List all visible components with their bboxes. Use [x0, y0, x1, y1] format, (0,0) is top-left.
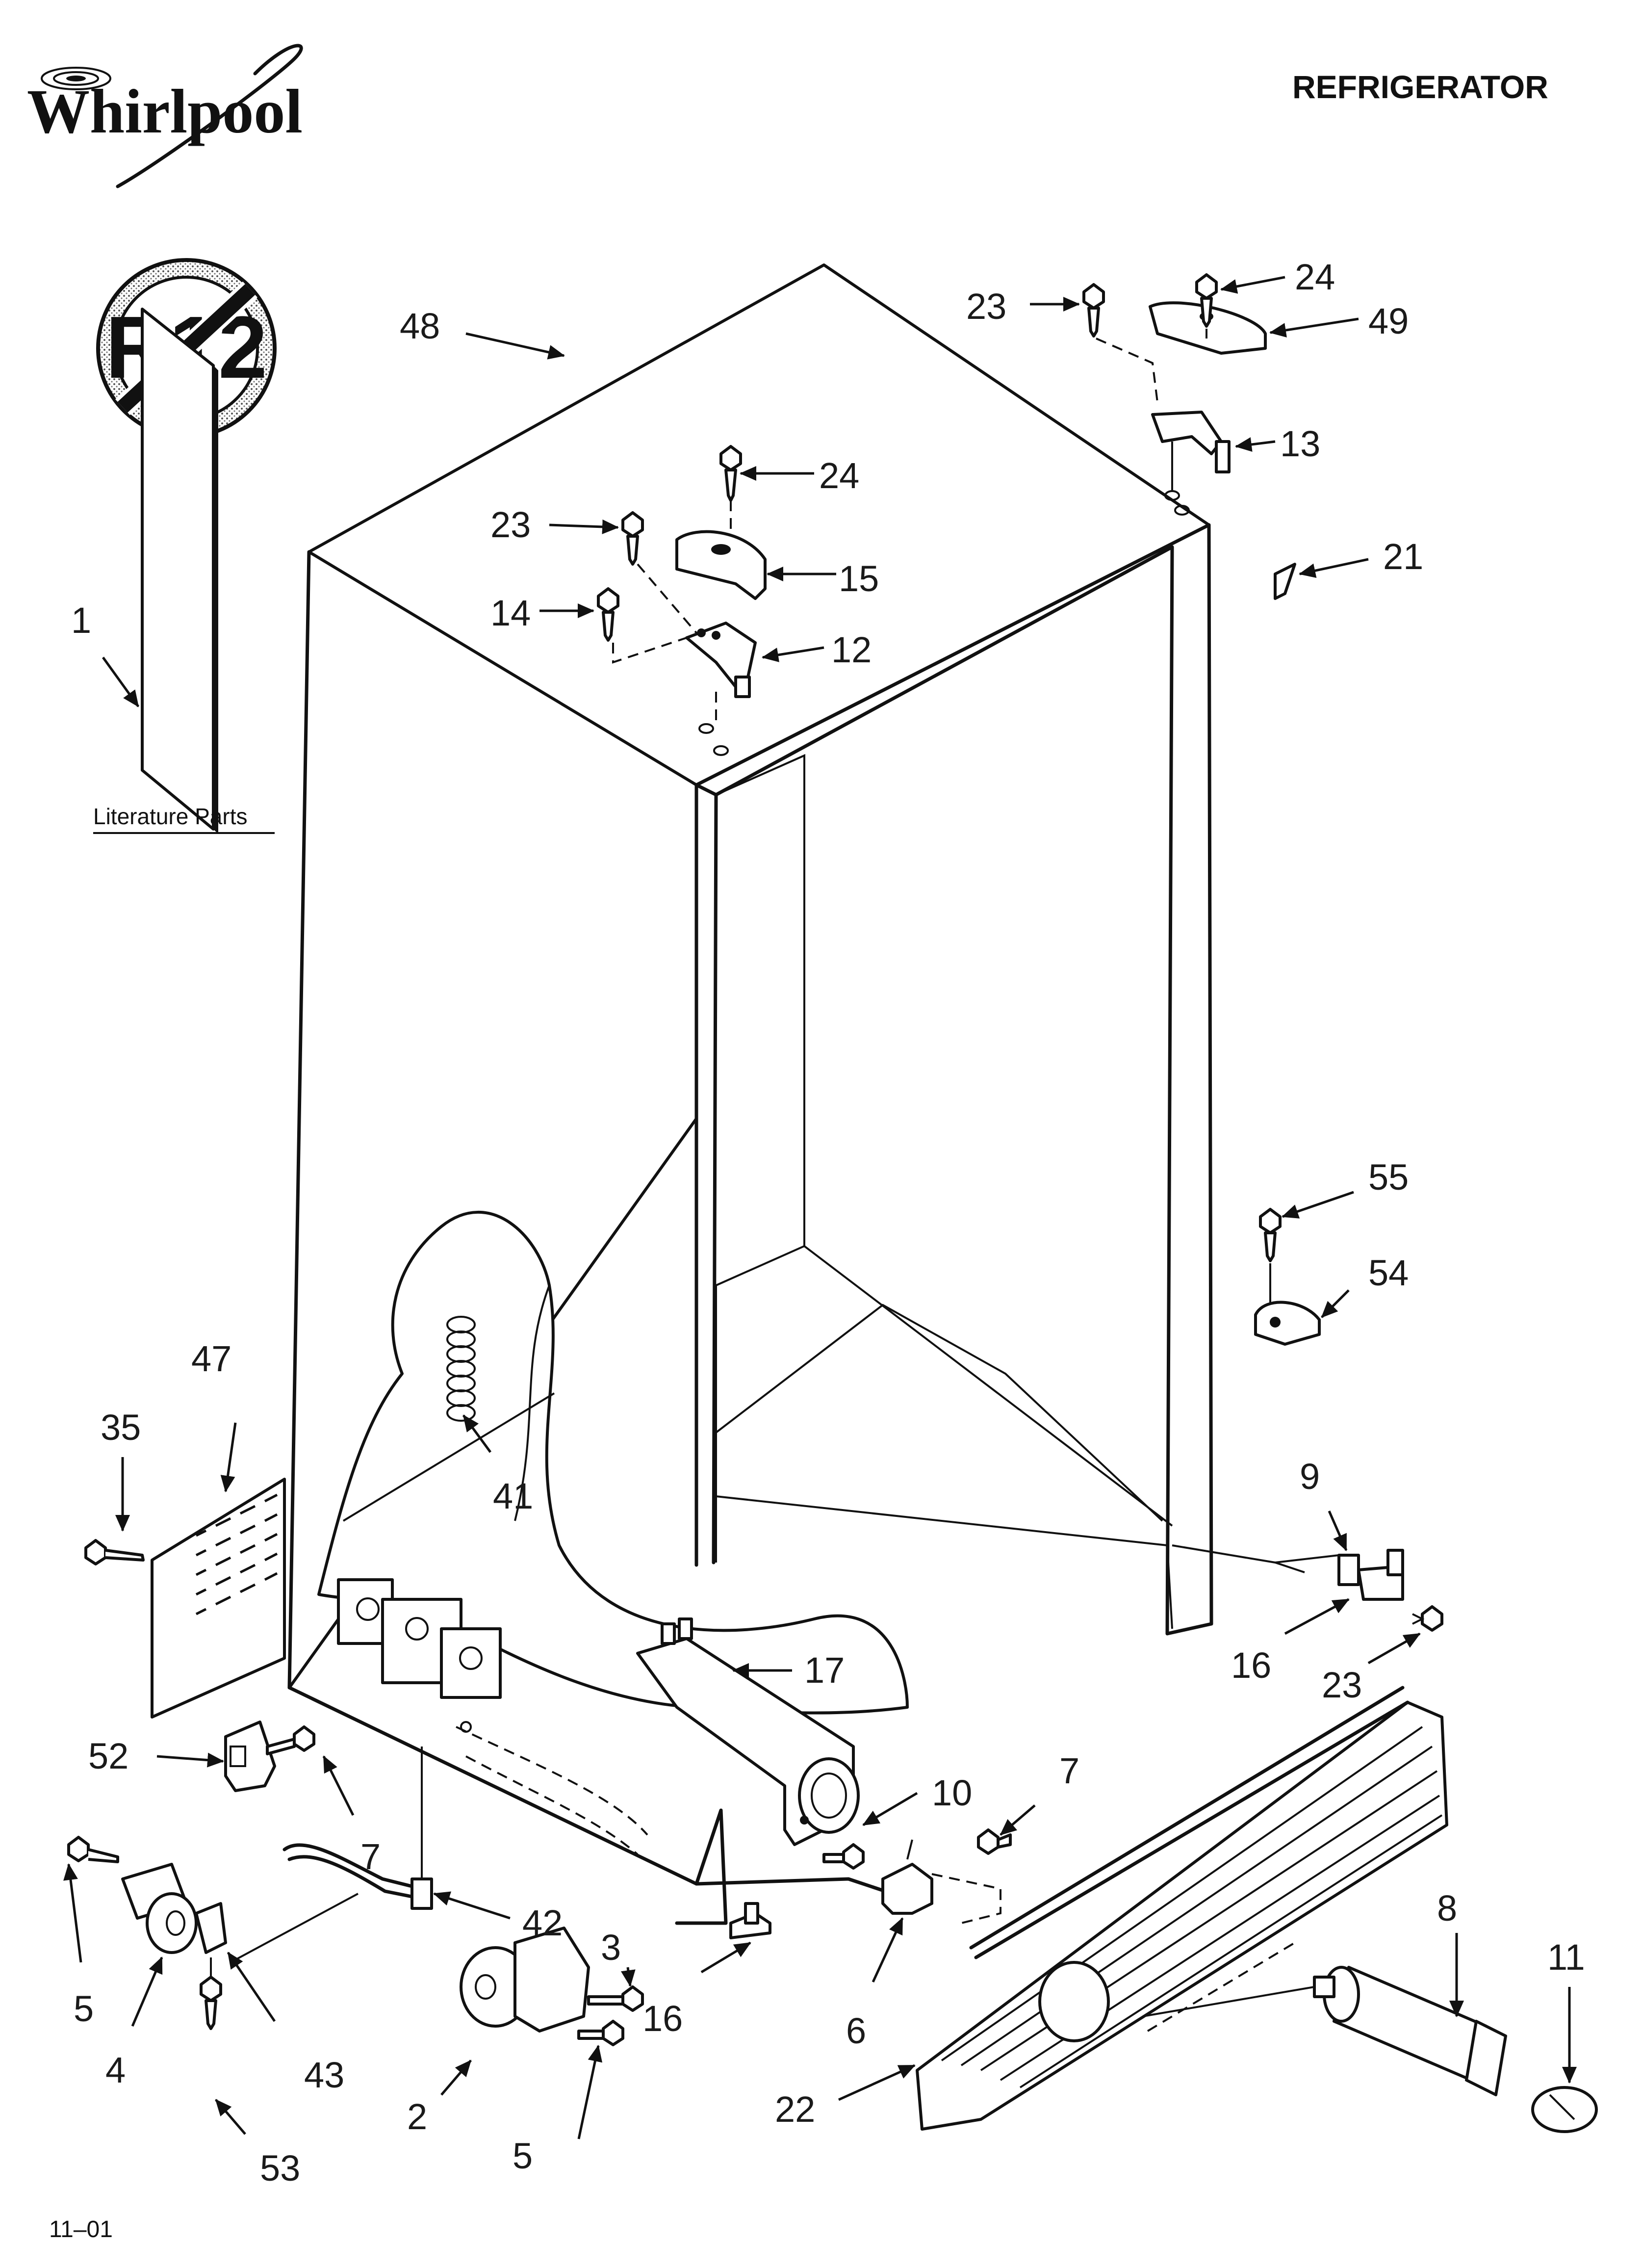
callout-labels: 1 48 24 23 15 14 12 23 24 49 13 21 55 54… [71, 257, 1585, 2189]
screw-7b [977, 1828, 1012, 1855]
callout-11: 11 [1547, 1937, 1585, 1978]
page-title: REFRIGERATOR [1292, 69, 1548, 105]
callout-53: 53 [260, 2148, 300, 2189]
screw-23c [1412, 1605, 1443, 1632]
callout-13: 13 [1280, 423, 1320, 464]
callout-7: 7 [1059, 1750, 1079, 1791]
callout-1: 1 [71, 600, 91, 641]
callout-43: 43 [304, 2055, 344, 2095]
roller-4 [121, 1863, 198, 1954]
screw-7a [266, 1725, 315, 1755]
screw-55 [1259, 1208, 1282, 1262]
callout-35: 35 [101, 1407, 141, 1448]
whirlpool-logo: Whirlpool [27, 44, 303, 188]
top-hinge-right [1151, 411, 1231, 516]
callout-16: 16 [1231, 1645, 1271, 1686]
leader-lines [63, 276, 1577, 2139]
callout-47: 47 [191, 1338, 231, 1379]
hinge-cover-left [675, 530, 767, 600]
callout-2: 2 [407, 2096, 427, 2137]
refrigerator-cabinet [287, 263, 1305, 1925]
callout-48: 48 [400, 306, 440, 346]
clip-21 [1274, 563, 1296, 600]
defrost-drain-coil [446, 1316, 476, 1422]
callout-16: 16 [642, 1998, 683, 2039]
callout-23: 23 [490, 504, 531, 545]
callout-41: 41 [493, 1476, 533, 1516]
callout-14: 14 [490, 593, 531, 633]
callout-49: 49 [1368, 301, 1409, 341]
screw-3 [587, 1985, 644, 2012]
callout-3: 3 [601, 1927, 621, 1968]
screw-35 [84, 1539, 145, 1565]
callout-17: 17 [804, 1650, 845, 1691]
screw-24b [1195, 273, 1218, 328]
callout-55: 55 [1368, 1157, 1409, 1198]
callout-10: 10 [932, 1773, 972, 1813]
callout-5: 5 [513, 2136, 533, 2176]
filter-cartridge-8 [1313, 1966, 1507, 2096]
screw-24a [719, 445, 742, 502]
callout-8: 8 [1437, 1888, 1457, 1929]
callout-5: 5 [74, 1988, 94, 2029]
part-54-bracket [1254, 1301, 1321, 1346]
callout-42: 42 [522, 1903, 563, 1943]
footer-code: 11–01 [49, 2216, 113, 2242]
roller-2 [460, 1927, 590, 2033]
part-16-clip [729, 1902, 771, 1939]
callout-6: 6 [846, 2010, 866, 2051]
callout-23: 23 [1322, 1665, 1362, 1705]
screw-10 [822, 1843, 865, 1870]
screw-53 [200, 1976, 222, 2030]
callout-52: 52 [88, 1736, 128, 1776]
screw-23a [621, 511, 644, 566]
callout-23: 23 [966, 286, 1006, 327]
callout-24: 24 [819, 455, 859, 496]
part-9-bracket [1337, 1549, 1404, 1601]
screw-14 [597, 587, 619, 642]
part-52-clip [224, 1721, 276, 1792]
brand-name: Whirlpool [27, 77, 303, 146]
screw-5a [67, 1836, 119, 1863]
literature-booklet: Literature Parts [93, 308, 275, 834]
drain-tube-42 [282, 1747, 433, 1910]
top-hinge-left [685, 622, 757, 756]
callout-9: 9 [1300, 1456, 1320, 1497]
screw-23b [1082, 283, 1105, 338]
base-grille-22 [916, 1686, 1448, 2131]
callout-12: 12 [831, 629, 872, 670]
callout-7: 7 [360, 1836, 381, 1877]
literature-label: Literature Parts [93, 804, 247, 829]
part-6-bracket [881, 1863, 933, 1915]
callout-21: 21 [1383, 536, 1423, 577]
back-panel-47 [151, 1478, 286, 1719]
callout-15: 15 [839, 558, 879, 599]
screw-5b [577, 2020, 624, 2046]
callout-22: 22 [775, 2089, 815, 2130]
callout-24: 24 [1295, 257, 1335, 297]
part-43-clamp [195, 1902, 227, 1954]
callout-4: 4 [105, 2050, 126, 2090]
filter-cap-11 [1531, 2086, 1598, 2133]
callout-54: 54 [1368, 1252, 1409, 1293]
water-valve-assembly [337, 1578, 502, 1699]
